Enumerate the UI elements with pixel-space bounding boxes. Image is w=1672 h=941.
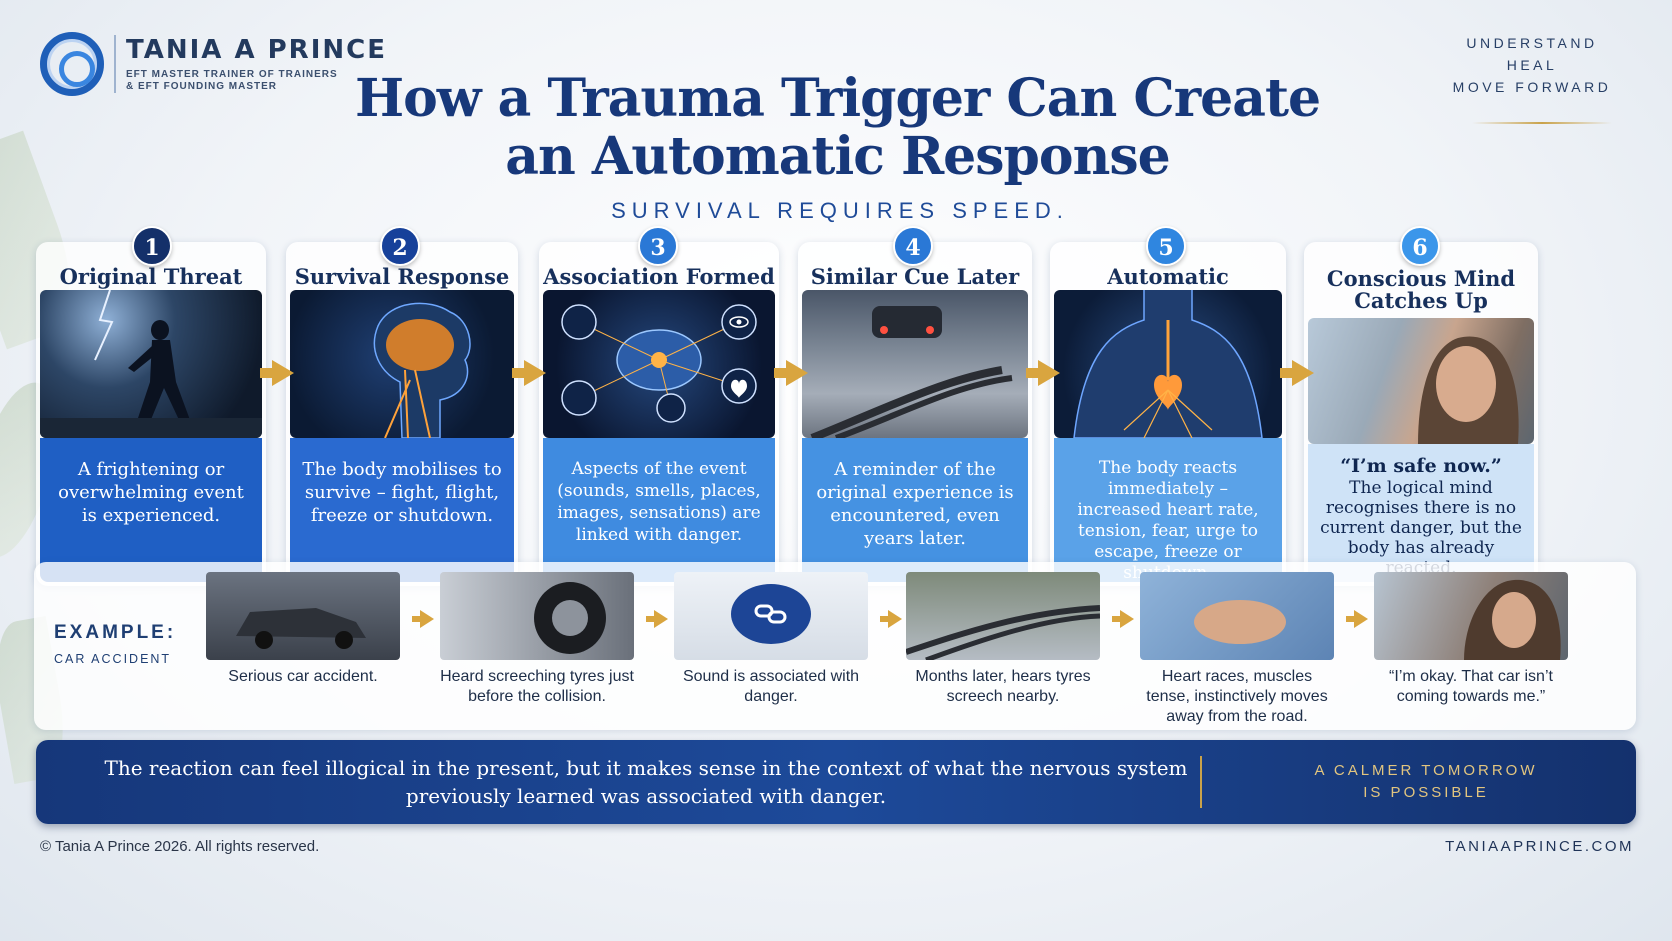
- banner-slogan-line-1: A CALMER TOMORROW: [1314, 762, 1538, 779]
- summary-text: The reaction can feel illogical in the p…: [76, 754, 1216, 810]
- example-text: “I’m okay. That car isn’t coming towards…: [1389, 668, 1553, 705]
- example-item: Heart races, muscles tense, instinctivel…: [1140, 572, 1334, 727]
- example-arrow: [412, 610, 434, 628]
- step-card-similar-cue-later: Similar Cue Later A reminder of the orig…: [798, 242, 1032, 586]
- step-title: Original Threat: [59, 264, 243, 289]
- banner-divider: [1200, 756, 1202, 808]
- summary-line-2: previously learned was associated with d…: [405, 784, 887, 808]
- example-text: Sound is associated with danger.: [682, 668, 860, 705]
- step-card-survival-response: Survival Response The body mobilises to …: [286, 242, 518, 586]
- example-arrow: [1112, 610, 1134, 628]
- steps-row: Original Threat A frightening or overwhe…: [36, 226, 1638, 586]
- step-card-automatic-response: Automatic Response The body reacts immed…: [1050, 242, 1286, 586]
- example-item: “I’m okay. That car isn’t coming towards…: [1374, 572, 1568, 707]
- example-text: Heart races, muscles tense, instinctivel…: [1146, 668, 1328, 725]
- brain-link-image: [674, 572, 868, 660]
- hand-on-chest-image: [1140, 572, 1334, 660]
- example-item: Serious car accident.: [206, 572, 400, 687]
- step-number-badge: 5: [1146, 226, 1186, 266]
- crashed-car-image: [206, 572, 400, 660]
- example-text: Heard screeching tyres just before the c…: [440, 668, 634, 705]
- summary-banner: The reaction can feel illogical in the p…: [36, 740, 1636, 824]
- tagline-understand: UNDERSTAND: [1466, 35, 1598, 51]
- brand-logo[interactable]: TANIA A PRINCE EFT MASTER TRAINER OF TRA…: [40, 32, 387, 96]
- step-number-badge: 3: [638, 226, 678, 266]
- storm-runner-image: [40, 290, 262, 438]
- tagline-heal: HEAL: [1506, 57, 1558, 73]
- tyre-marks-image: [802, 290, 1028, 438]
- calm-woman-image: [1308, 318, 1534, 444]
- step-title: Similar Cue Later: [810, 264, 1020, 289]
- brand-divider: [114, 35, 116, 93]
- glowing-brain-image: [290, 290, 514, 438]
- step-title-line-2: Catches Up: [1354, 288, 1488, 313]
- example-text: Months later, hears tyres screech nearby…: [915, 668, 1091, 705]
- glowing-heart-image: [1054, 290, 1282, 438]
- page-subtitle: SURVIVAL REQUIRES SPEED.: [611, 198, 1069, 223]
- brand-credential-1: EFT MASTER TRAINER OF TRAINERS: [126, 69, 338, 80]
- banner-slogan-line-2: IS POSSIBLE: [1363, 784, 1489, 801]
- step-number-badge: 6: [1400, 226, 1440, 266]
- tagline-move-forward: MOVE FORWARD: [1452, 79, 1612, 95]
- step-description: The body reacts immediately – increased …: [1054, 438, 1282, 583]
- website-link[interactable]: TANIAAPRINCE.COM: [1445, 838, 1634, 855]
- summary-line-1: The reaction can feel illogical in the p…: [104, 756, 1188, 780]
- step-title: Survival Response: [294, 264, 510, 289]
- step-title: Association Formed: [543, 264, 775, 289]
- example-sublabel: CAR ACCIDENT: [54, 652, 172, 666]
- step-quote: “I’m safe now.”: [1340, 455, 1502, 477]
- step-arrow-right: [512, 360, 546, 386]
- step-arrow-right: [260, 360, 294, 386]
- step-number-badge: 2: [380, 226, 420, 266]
- brand-credential-2: & EFT FOUNDING MASTER: [126, 81, 277, 92]
- step-arrow-right: [1026, 360, 1060, 386]
- step-arrow-right: [774, 360, 808, 386]
- tyre-marks-image: [906, 572, 1100, 660]
- logo-rings-icon: [40, 32, 104, 96]
- page-title: How a Trauma Trigger Can Create an Autom…: [300, 70, 1375, 186]
- step-card-association-formed: Association Formed Aspects of the: [539, 242, 779, 586]
- tagline: UNDERSTAND HEAL MOVE FORWARD: [1432, 32, 1632, 98]
- step-description: Aspects of the event (sounds, smells, pl…: [543, 438, 775, 582]
- example-strip: EXAMPLE: CAR ACCIDENT Serious car accide…: [34, 562, 1636, 730]
- example-item: Sound is associated with danger.: [674, 572, 868, 707]
- example-item: Heard screeching tyres just before the c…: [440, 572, 634, 707]
- step-title-line-1: Conscious Mind: [1326, 266, 1516, 291]
- example-text: Serious car accident.: [228, 668, 378, 685]
- step-arrow-right: [1280, 360, 1314, 386]
- example-item: Months later, hears tyres screech nearby…: [906, 572, 1100, 707]
- copyright: © Tania A Prince 2026. All rights reserv…: [40, 838, 320, 855]
- smoking-tyre-image: [440, 572, 634, 660]
- example-arrow: [1346, 610, 1368, 628]
- step-card-original-threat: Original Threat A frightening or overwhe…: [36, 242, 266, 586]
- brain-connections-image: [543, 290, 775, 438]
- page-title-line-1: How a Trauma Trigger Can Create: [354, 68, 1321, 129]
- banner-slogan: A CALMER TOMORROW IS POSSIBLE: [1216, 760, 1636, 804]
- step-card-conscious-mind: Conscious Mind Catches Up “I’m safe now.…: [1304, 242, 1538, 586]
- calm-woman-image: [1374, 572, 1568, 660]
- step-number-badge: 1: [132, 226, 172, 266]
- step-description: The body mobilises to survive – fight, f…: [290, 438, 514, 582]
- step-number-badge: 4: [893, 226, 933, 266]
- example-arrow: [880, 610, 902, 628]
- example-arrow: [646, 610, 668, 628]
- example-label: EXAMPLE:: [54, 622, 177, 643]
- step-description: A reminder of the original experience is…: [802, 438, 1028, 582]
- brand-name: TANIA A PRINCE: [126, 35, 387, 65]
- step-title: Conscious Mind Catches Up: [1304, 268, 1538, 312]
- step-description: A frightening or overwhelming event is e…: [40, 438, 262, 582]
- gold-rule: [1472, 122, 1612, 124]
- page-title-line-2: an Automatic Response: [505, 126, 1171, 187]
